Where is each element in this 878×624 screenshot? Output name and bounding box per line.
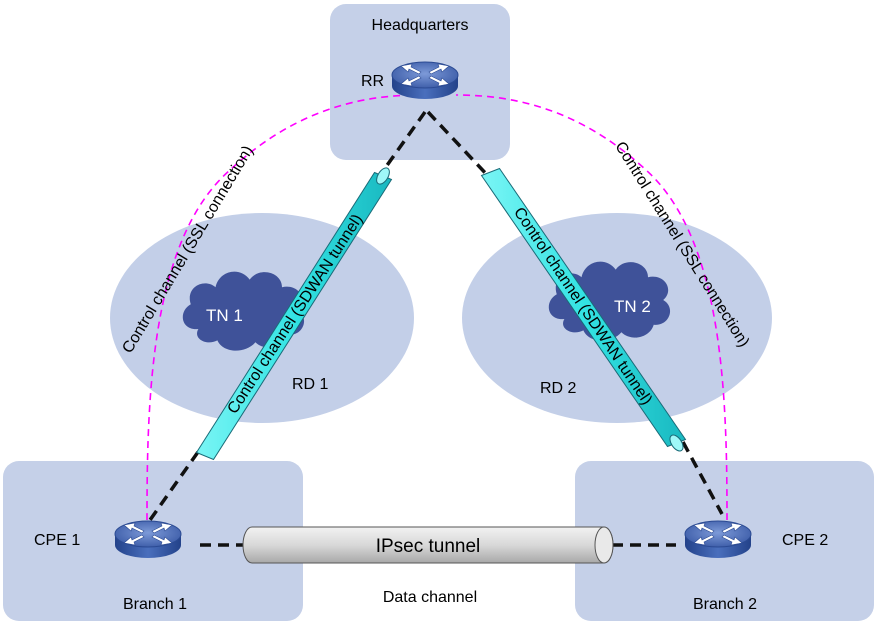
link-right-cpe2: [681, 441, 724, 515]
cpe1-router-icon: [114, 520, 182, 559]
cpe2-router-icon: [684, 520, 752, 559]
link-rr-left: [376, 110, 427, 180]
branch2-label: Branch 2: [693, 596, 757, 613]
link-left-cpe1: [148, 450, 200, 522]
rd1-label: RD 1: [292, 376, 329, 393]
cpe2-label: CPE 2: [782, 532, 828, 549]
ipsec-tunnel: IPsec tunnel: [242, 526, 614, 564]
branch1-label: Branch 1: [123, 596, 187, 613]
rd2-label: RD 2: [540, 380, 577, 397]
ipsec-label: IPsec tunnel: [376, 536, 481, 557]
headquarters-label: Headquarters: [372, 17, 469, 34]
ssl-channel-arc-left: [146, 94, 421, 521]
data-channel-label: Data channel: [383, 589, 477, 606]
link-rr-right: [426, 110, 492, 180]
tn2-label: TN 2: [614, 297, 651, 316]
rr-label: RR: [361, 73, 384, 90]
cpe1-label: CPE 1: [34, 532, 80, 549]
rr-router-icon: [391, 61, 459, 100]
tn1-label: TN 1: [206, 306, 243, 325]
